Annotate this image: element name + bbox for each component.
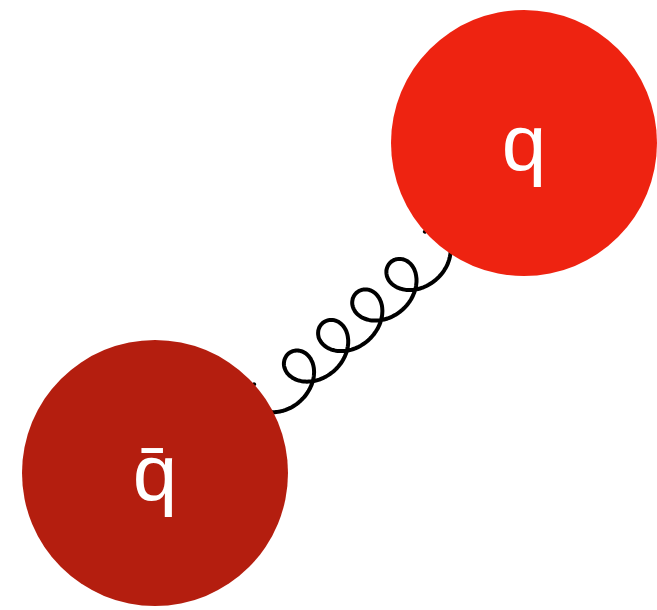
quark-circle: q — [391, 10, 657, 276]
antiquark-circle: q̄ — [22, 340, 288, 606]
particle-symbol: q — [502, 103, 547, 183]
particle-symbol: q̄ — [133, 433, 178, 513]
gluon-spring — [250, 228, 451, 412]
